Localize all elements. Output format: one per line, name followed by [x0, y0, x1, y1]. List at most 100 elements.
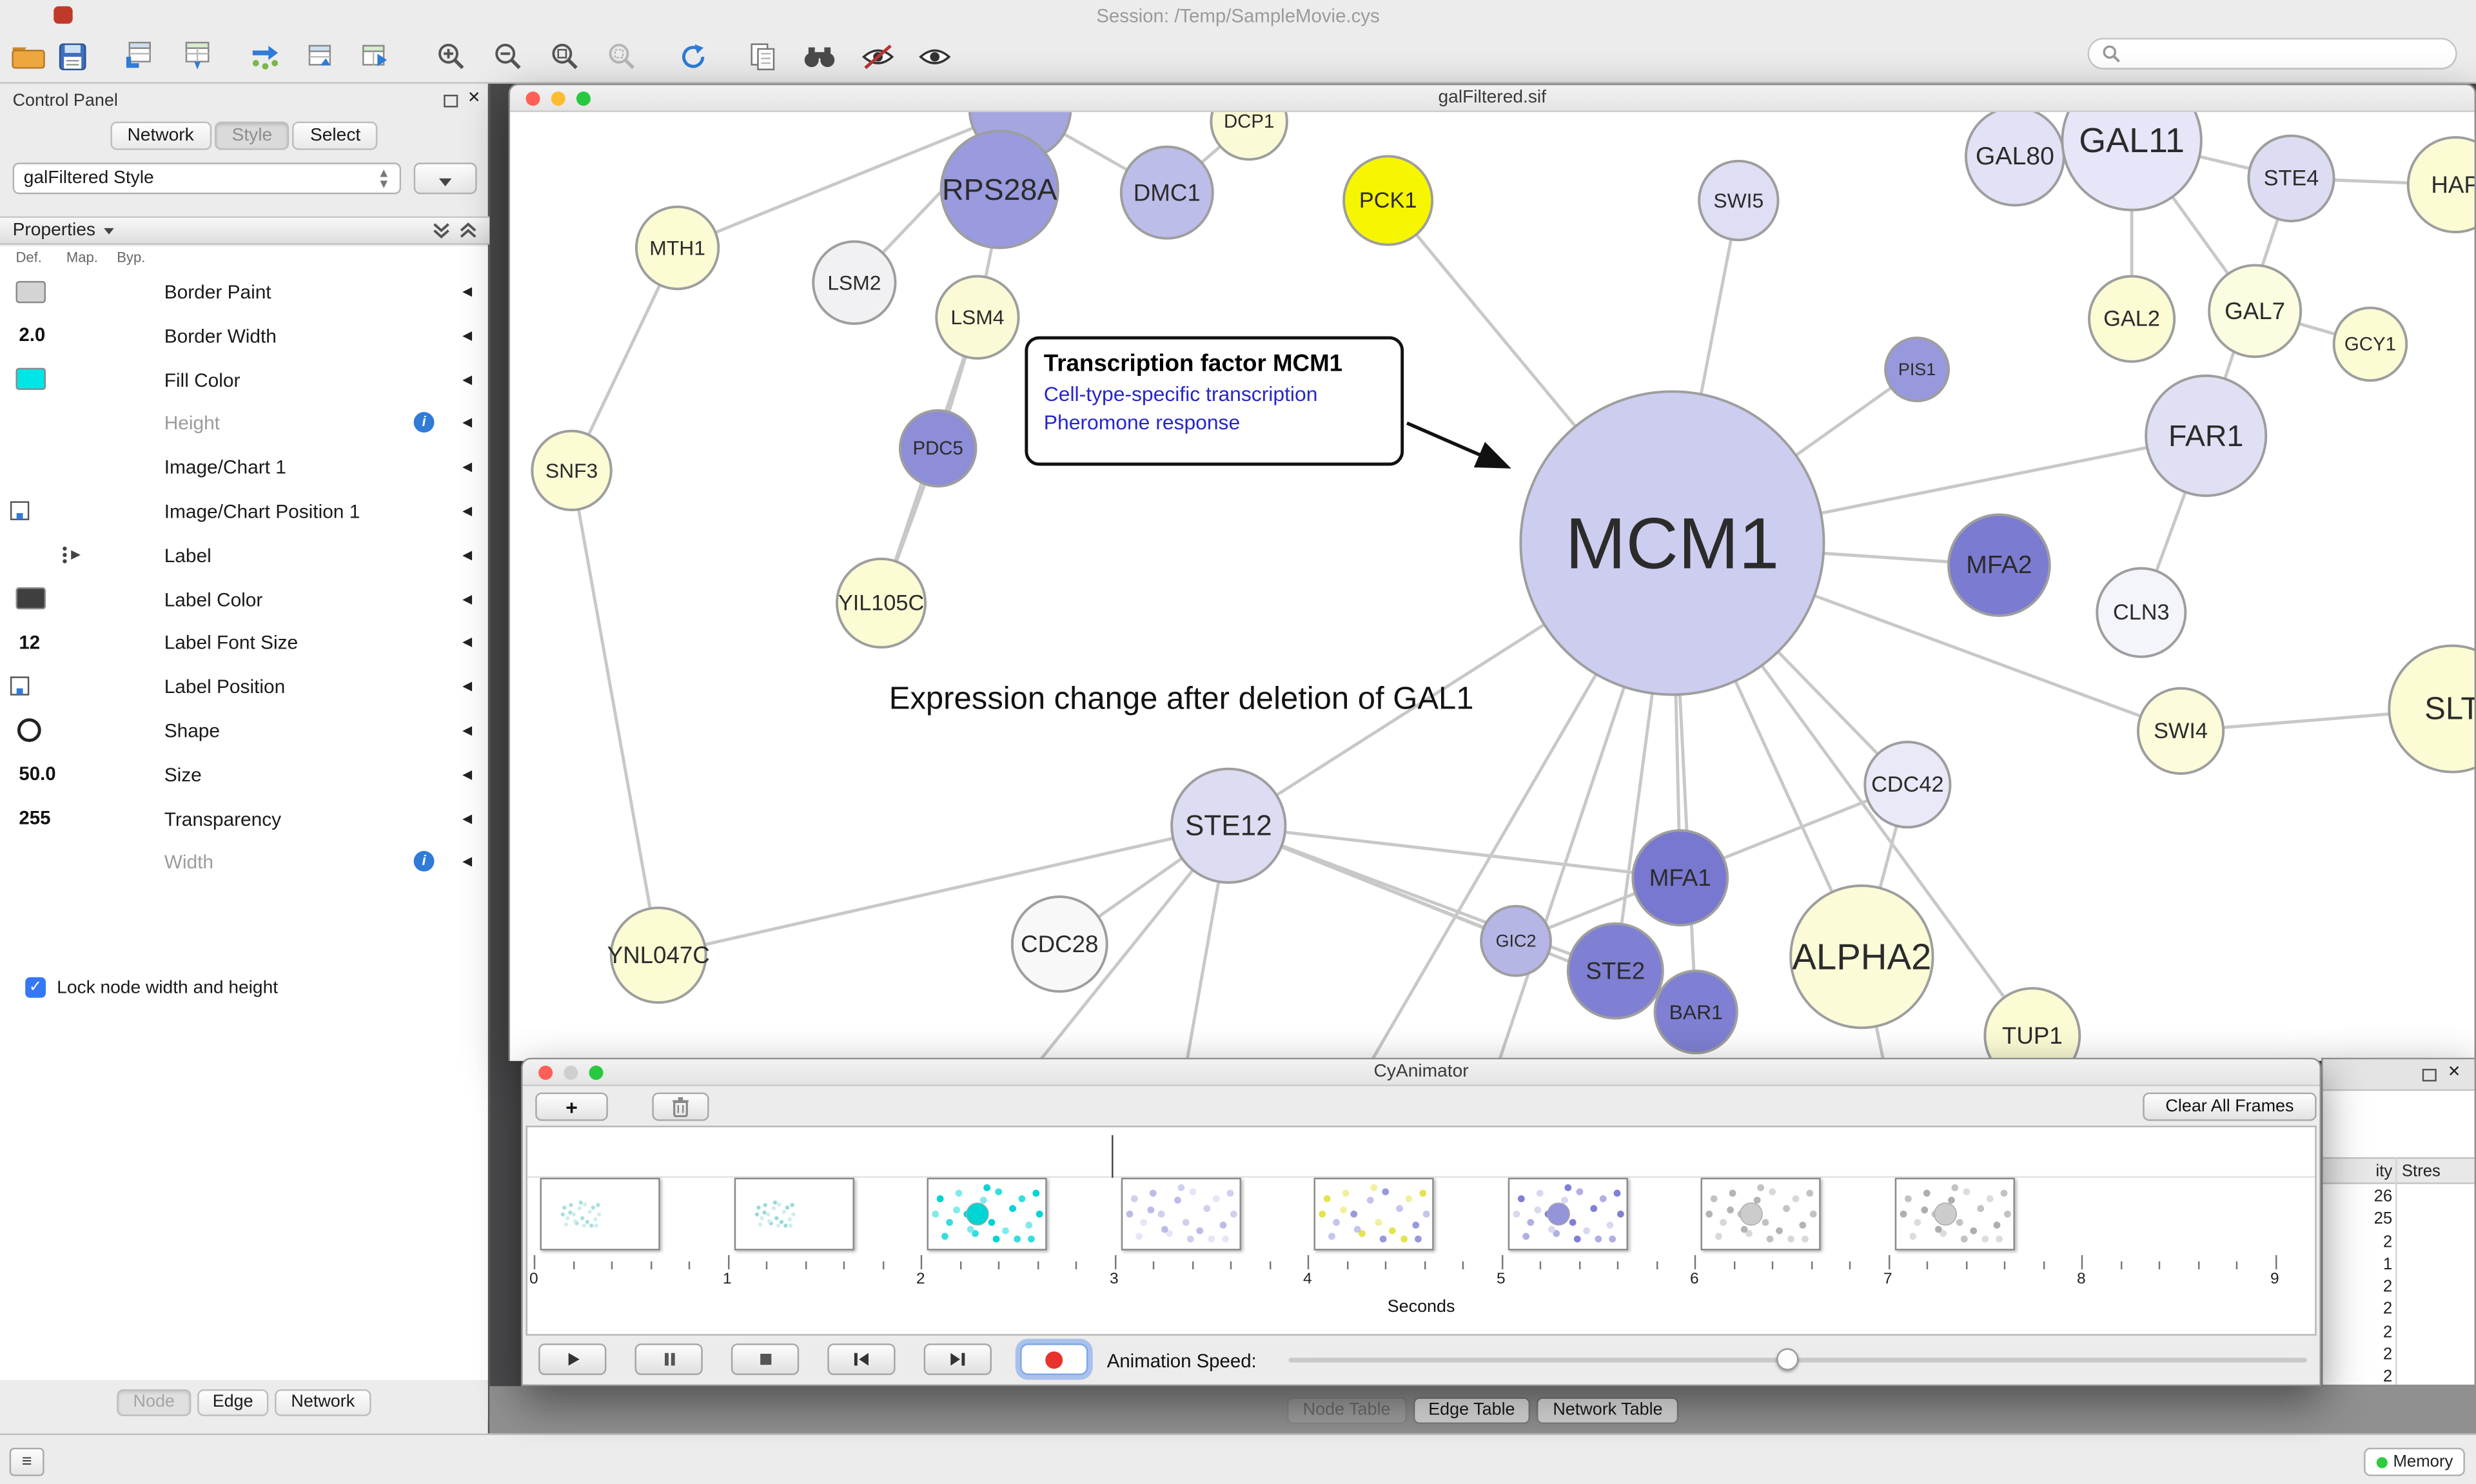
memory-button[interactable]: Memory [2364, 1447, 2465, 1476]
properties-header[interactable]: Properties [0, 216, 490, 245]
zoom-light[interactable] [576, 92, 591, 106]
close-icon[interactable]: ✕ [2447, 1064, 2461, 1082]
network-node[interactable]: GAL80 [1965, 112, 2065, 207]
play-button[interactable] [538, 1343, 607, 1376]
default-value-cell[interactable] [10, 845, 54, 878]
network-node[interactable]: HAP [2406, 136, 2475, 233]
expand-arrow-icon[interactable]: ◀ [462, 416, 473, 431]
timeline-playhead[interactable] [1110, 1135, 1113, 1178]
network-node[interactable]: BAR1 [1653, 970, 1738, 1055]
default-value-cell[interactable]: 12 [19, 631, 41, 654]
expand-arrow-icon[interactable]: ◀ [462, 679, 473, 694]
network-node[interactable]: PDC5 [898, 409, 978, 488]
network-node[interactable]: STE2 [1566, 922, 1664, 1020]
mapping-cell[interactable] [60, 845, 104, 878]
network-node[interactable]: STE12 [1170, 767, 1287, 884]
tab-network-table[interactable]: Network Table [1537, 1396, 1679, 1423]
timeline-frame[interactable] [1894, 1177, 2014, 1251]
default-value-cell[interactable] [10, 450, 54, 483]
network-node[interactable]: SWI5 [1698, 159, 1780, 242]
style-options-button[interactable] [413, 162, 477, 195]
results-row[interactable]: 26 [2323, 1186, 2474, 1208]
network-window-titlebar[interactable]: galFiltered.sif [510, 85, 2475, 112]
network-node[interactable]: GIC2 [1480, 904, 1552, 977]
bypass-cell[interactable] [110, 801, 155, 834]
mapping-cell[interactable] [60, 538, 104, 571]
default-value-cell[interactable] [10, 538, 54, 571]
hide-selected-button[interactable] [856, 35, 900, 77]
expand-arrow-icon[interactable]: ◀ [462, 371, 473, 387]
results-row[interactable]: 2 [2323, 1321, 2474, 1343]
skip-end-button[interactable] [923, 1343, 992, 1376]
search-box[interactable] [2087, 37, 2457, 70]
results-row[interactable]: 2 [2323, 1276, 2474, 1298]
network-canvas[interactable]: RPS28ADCP1DMC1PCK1SWI5GAL80GAL11STE4HAPM… [510, 112, 2475, 1061]
mapping-cell[interactable] [60, 582, 104, 615]
network-node[interactable]: CDC42 [1863, 741, 1952, 829]
bypass-cell[interactable] [110, 582, 155, 615]
export-table-button[interactable] [352, 35, 397, 77]
network-node[interactable]: MFA2 [1947, 513, 2051, 618]
export-network-button[interactable] [299, 35, 343, 77]
minimize-light[interactable] [564, 1066, 578, 1080]
network-node[interactable]: MCM1 [1519, 390, 1825, 696]
expand-arrow-icon[interactable]: ◀ [462, 854, 473, 869]
results-row[interactable]: 1 [2323, 1253, 2474, 1276]
timeline-frame[interactable] [1120, 1177, 1241, 1251]
tab-edge-table[interactable]: Edge Table [1412, 1396, 1531, 1423]
expand-arrow-icon[interactable]: ◀ [462, 810, 473, 825]
network-edge[interactable] [570, 470, 660, 956]
pause-button[interactable] [634, 1343, 703, 1376]
expand-arrow-icon[interactable]: ◀ [462, 547, 473, 562]
default-value-cell[interactable] [10, 362, 54, 395]
network-node[interactable]: FAR1 [2145, 374, 2268, 497]
annotation-box[interactable]: Transcription factor MCM1 Cell-type-spec… [1025, 336, 1404, 466]
float-window-icon[interactable] [2422, 1068, 2437, 1082]
timeline-frame[interactable] [540, 1177, 660, 1251]
import-table-button[interactable] [175, 35, 220, 77]
network-node[interactable]: LSM4 [935, 275, 1020, 360]
mapping-cell[interactable] [60, 406, 104, 439]
stop-button[interactable] [731, 1343, 800, 1376]
bypass-cell[interactable] [110, 714, 155, 747]
results-row[interactable]: 2 [2323, 1366, 2474, 1389]
expand-arrow-icon[interactable]: ◀ [462, 766, 473, 781]
search-input[interactable] [2128, 44, 2443, 63]
delete-frame-button[interactable] [652, 1092, 709, 1121]
network-node[interactable]: STE4 [2247, 134, 2335, 222]
tab-select[interactable]: Select [293, 121, 378, 150]
style-property-row[interactable]: Image/Chart 1◀ [0, 445, 488, 489]
network-edge[interactable] [676, 112, 1020, 249]
results-row[interactable]: 2 [2323, 1298, 2474, 1321]
expand-arrow-icon[interactable]: ◀ [462, 723, 473, 737]
network-edge[interactable] [1228, 824, 1680, 880]
tab-edge-style[interactable]: Edge [197, 1388, 270, 1416]
bypass-cell[interactable] [110, 494, 155, 527]
bypass-cell[interactable] [110, 757, 155, 790]
mapping-cell[interactable] [60, 362, 104, 395]
network-node[interactable]: GCY1 [2332, 306, 2408, 382]
network-node[interactable]: YNL047C [607, 906, 710, 1004]
close-light[interactable] [526, 92, 540, 106]
mapping-cell[interactable] [60, 450, 104, 483]
timeline-frame[interactable] [927, 1177, 1047, 1251]
network-edge[interactable] [658, 824, 1229, 957]
style-property-row[interactable]: Image/Chart Position 1◀ [0, 489, 488, 533]
mapping-cell[interactable] [60, 275, 104, 308]
skip-start-button[interactable] [827, 1343, 896, 1376]
network-node[interactable]: YIL105C [836, 557, 927, 649]
network-node[interactable]: TUP1 [1983, 987, 2081, 1061]
apply-layout-button[interactable] [671, 35, 716, 77]
expand-arrow-icon[interactable]: ◀ [462, 284, 473, 298]
mapping-cell[interactable] [60, 626, 104, 659]
default-value-cell[interactable] [10, 670, 54, 703]
annotation-link[interactable]: Pheromone response [1043, 410, 1241, 434]
network-node[interactable]: MTH1 [634, 205, 720, 291]
save-session-button[interactable] [50, 35, 95, 77]
style-property-row[interactable]: Label Color◀ [0, 577, 488, 621]
style-property-row[interactable]: Border Paint◀ [0, 270, 488, 314]
